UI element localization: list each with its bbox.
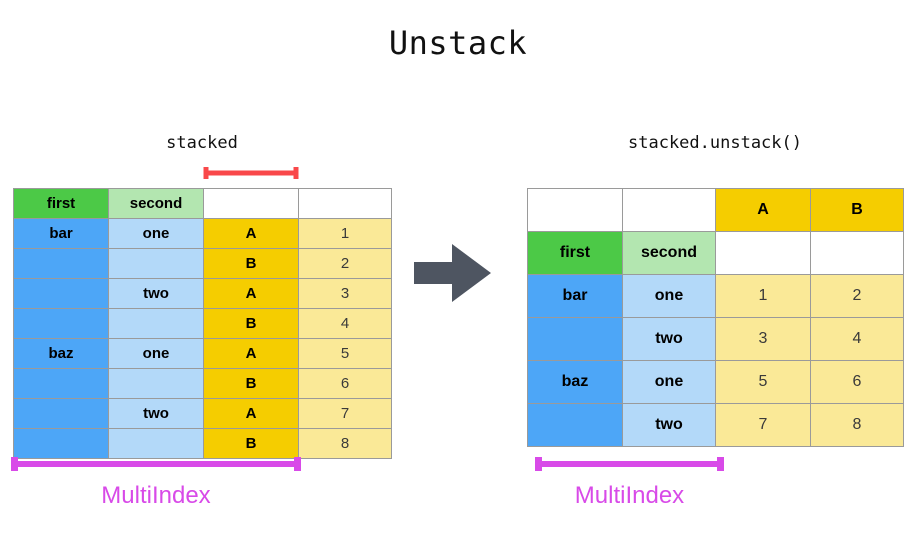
- cell-second: [108, 368, 204, 399]
- cell-first: baz: [527, 360, 623, 404]
- arrow-right-icon: [414, 244, 491, 302]
- colheader-cell-b: B: [810, 188, 904, 232]
- table-row: baz one A 5: [13, 338, 392, 369]
- cell-value-b: 4: [810, 317, 904, 361]
- cell-first: [13, 278, 109, 309]
- header-cell-blank-1: [203, 188, 299, 219]
- header-cell-blank-1: [715, 231, 811, 275]
- cell-second: [108, 308, 204, 339]
- left-table-caption: stacked: [166, 133, 238, 153]
- table-row: bar one 1 2: [527, 274, 904, 318]
- cell-first: [527, 317, 623, 361]
- cell-first: bar: [13, 218, 109, 249]
- cell-level: A: [203, 338, 299, 369]
- table-header-row: first second: [13, 188, 392, 219]
- header-cell-first: first: [13, 188, 109, 219]
- cell-second: [108, 248, 204, 279]
- cell-second: two: [622, 403, 716, 447]
- table-row: B 8: [13, 428, 392, 459]
- cell-first: [13, 308, 109, 339]
- cell-value-a: 1: [715, 274, 811, 318]
- unstacked-table: A B first second bar one 1 2 two 3 4 baz…: [527, 188, 904, 447]
- cell-value: 7: [298, 398, 392, 429]
- colheader-blank-2: [622, 188, 716, 232]
- cell-second: two: [108, 398, 204, 429]
- cell-value: 5: [298, 338, 392, 369]
- cell-value: 2: [298, 248, 392, 279]
- cell-second: one: [622, 360, 716, 404]
- cell-level: B: [203, 248, 299, 279]
- table-index-header-row: first second: [527, 231, 904, 275]
- cell-first: [13, 368, 109, 399]
- cell-level: A: [203, 278, 299, 309]
- cell-value-a: 7: [715, 403, 811, 447]
- header-cell-second: second: [108, 188, 204, 219]
- cell-level: B: [203, 428, 299, 459]
- cell-value-b: 2: [810, 274, 904, 318]
- table-row: two 7 8: [527, 403, 904, 447]
- header-cell-first: first: [527, 231, 623, 275]
- cell-second: one: [622, 274, 716, 318]
- header-cell-second: second: [622, 231, 716, 275]
- cell-level: A: [203, 218, 299, 249]
- cell-second: two: [108, 278, 204, 309]
- cell-first: [13, 428, 109, 459]
- cell-second: [108, 428, 204, 459]
- table-row: two A 7: [13, 398, 392, 429]
- column-span-bracket-icon: [203, 167, 299, 179]
- right-table-caption: stacked.unstack(): [628, 133, 802, 153]
- cell-first: [13, 248, 109, 279]
- cell-first: [13, 398, 109, 429]
- cell-value-a: 5: [715, 360, 811, 404]
- page-title: Unstack: [388, 24, 528, 62]
- cell-value: 4: [298, 308, 392, 339]
- multiindex-label-right: MultiIndex: [574, 482, 685, 509]
- table-row: bar one A 1: [13, 218, 392, 249]
- table-row: two 3 4: [527, 317, 904, 361]
- cell-level: B: [203, 368, 299, 399]
- table-column-header-row: A B: [527, 188, 904, 232]
- colheader-blank-1: [527, 188, 623, 232]
- cell-level: B: [203, 308, 299, 339]
- header-cell-blank-2: [298, 188, 392, 219]
- cell-value: 3: [298, 278, 392, 309]
- cell-value: 8: [298, 428, 392, 459]
- stacked-table: first second bar one A 1 B 2 two A 3 B: [13, 188, 392, 459]
- multiindex-bracket-right-icon: [535, 457, 724, 471]
- cell-first: [527, 403, 623, 447]
- table-row: B 4: [13, 308, 392, 339]
- colheader-cell-a: A: [715, 188, 811, 232]
- cell-level: A: [203, 398, 299, 429]
- table-row: baz one 5 6: [527, 360, 904, 404]
- header-cell-blank-2: [810, 231, 904, 275]
- cell-second: one: [108, 218, 204, 249]
- cell-value-a: 3: [715, 317, 811, 361]
- cell-second: two: [622, 317, 716, 361]
- multiindex-bracket-left-icon: [11, 457, 301, 471]
- cell-value-b: 6: [810, 360, 904, 404]
- cell-value: 6: [298, 368, 392, 399]
- cell-first: baz: [13, 338, 109, 369]
- cell-second: one: [108, 338, 204, 369]
- cell-value: 1: [298, 218, 392, 249]
- table-row: two A 3: [13, 278, 392, 309]
- multiindex-label-left: MultiIndex: [101, 482, 211, 509]
- table-row: B 6: [13, 368, 392, 399]
- cell-first: bar: [527, 274, 623, 318]
- cell-value-b: 8: [810, 403, 904, 447]
- table-row: B 2: [13, 248, 392, 279]
